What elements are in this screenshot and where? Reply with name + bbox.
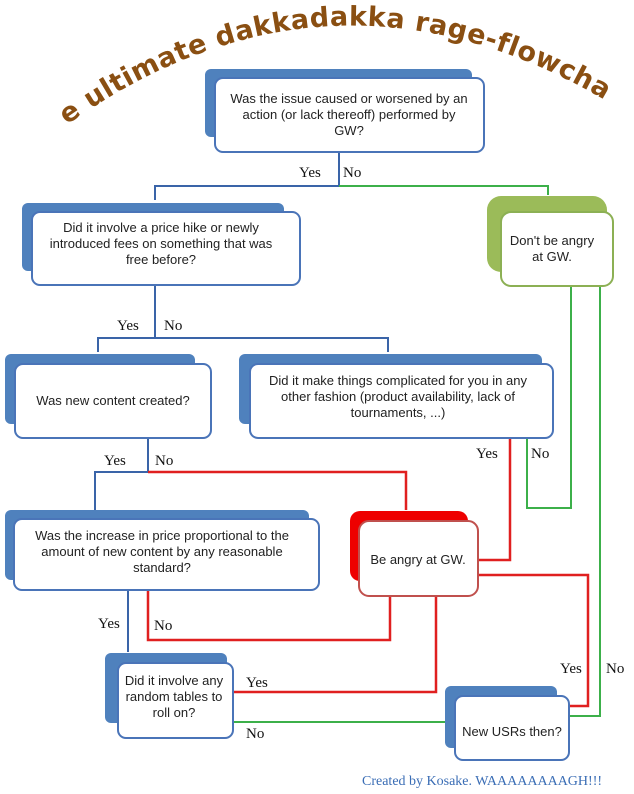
node-q3-text: Was new content created? (36, 393, 189, 408)
node-usr: New USRs then? (445, 686, 570, 761)
node-q1-line: GW? (334, 123, 364, 138)
connector-angry-usr (478, 573, 590, 708)
node-q6-line: random tables to (126, 689, 223, 704)
node-q4-line: tournaments, ...) (351, 405, 446, 420)
label-usr-no: No (606, 661, 624, 677)
node-q5-box (13, 518, 320, 591)
label-q1-no: No (343, 165, 361, 181)
node-q1-line: Was the issue caused or worsened by an (230, 91, 467, 106)
node-q2-line: introduced fees on something that was (50, 236, 273, 251)
node-q4-text: Did it make things complicated for you i… (269, 373, 527, 420)
node-q5: Was the increase in price proportional t… (5, 510, 320, 591)
node-be-angry-text: Be angry at GW. (370, 552, 465, 567)
node-be-angry-line: Be angry at GW. (370, 552, 465, 567)
connector-q1-no (339, 185, 549, 195)
connector-q3-no (148, 470, 408, 510)
label-q2-yes: Yes (117, 318, 139, 334)
node-q6-line: Did it involve any (125, 673, 224, 688)
node-q2-line: Did it involve a price hike or newly (63, 220, 259, 235)
label-q6-no: No (246, 726, 264, 742)
connector-q6-yes (233, 596, 438, 694)
node-usr-text: New USRs then? (462, 724, 562, 739)
node-q4-line: Did it make things complicated for you i… (269, 373, 527, 388)
node-q3: Was new content created? (5, 354, 212, 439)
connector-q5-no (146, 590, 392, 642)
node-q6-line: roll on? (153, 705, 196, 720)
node-q1-box (214, 77, 485, 153)
node-q5-line: amount of new content by any reasonable (41, 544, 282, 559)
label-q5-yes: Yes (98, 616, 120, 632)
node-dont-angry-box (500, 211, 614, 287)
label-q4-yes: Yes (476, 446, 498, 462)
label-q3-yes: Yes (104, 453, 126, 469)
node-usr-line: New USRs then? (462, 724, 562, 739)
connector-q4-no (526, 286, 572, 509)
node-q4: Did it make things complicated for you i… (239, 354, 554, 439)
connector-q4-yes (478, 438, 512, 562)
node-dont-angry-line: at GW. (532, 249, 572, 264)
node-q3-box (14, 363, 212, 439)
node-q6-box (117, 662, 234, 739)
connector-q2-yes (97, 337, 155, 352)
label-q1-yes: Yes (299, 165, 321, 181)
node-q5-line: standard? (133, 560, 191, 575)
node-dont-angry-line: Don't be angry (510, 233, 595, 248)
label-usr-yes: Yes (560, 661, 582, 677)
node-q3-line: Was new content created? (36, 393, 189, 408)
label-q6-yes: Yes (246, 675, 268, 691)
label-q2-no: No (164, 318, 182, 334)
connector-q1-yes (154, 185, 339, 200)
node-q5-line: Was the increase in price proportional t… (35, 528, 289, 543)
credit-text: Created by Kosake. WAAAAAAAAGH!!! (362, 774, 602, 789)
connector-q6-no (233, 286, 601, 723)
label-q5-no: No (154, 618, 172, 634)
label-q3-no: No (155, 453, 173, 469)
node-q5-text: Was the increase in price proportional t… (35, 528, 289, 575)
node-q2-line: free before? (126, 252, 196, 267)
node-be-angry-box (358, 520, 479, 597)
label-q4-no: No (531, 446, 549, 462)
node-be-angry: Be angry at GW. (350, 511, 479, 597)
node-usr-box (454, 695, 570, 761)
node-q4-line: other fashion (product availability, lac… (281, 389, 515, 404)
connector-q3-yes (94, 471, 148, 510)
node-q4-box (249, 363, 554, 439)
node-q1-line: action (or lack thereoff) performed by (243, 107, 456, 122)
connector-q2-no (155, 337, 389, 352)
node-q2-box (31, 211, 301, 286)
